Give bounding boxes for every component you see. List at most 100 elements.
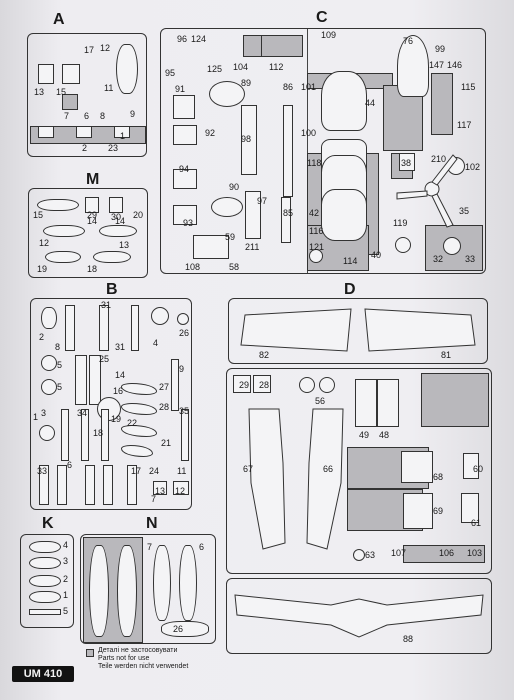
part-number: 12 bbox=[100, 43, 111, 53]
legend-line: Деталі не застосовувати bbox=[98, 647, 178, 654]
part bbox=[41, 355, 57, 371]
part bbox=[37, 199, 79, 211]
part-grey bbox=[403, 545, 485, 563]
part bbox=[62, 64, 80, 84]
part bbox=[65, 305, 75, 351]
part-number: 106 bbox=[439, 548, 455, 558]
part-number: 112 bbox=[269, 62, 284, 72]
part-number: 82 bbox=[259, 350, 270, 360]
part bbox=[121, 425, 157, 437]
part bbox=[103, 465, 113, 505]
part-grey bbox=[62, 94, 78, 110]
part-number: 4 bbox=[63, 540, 69, 550]
part-number: 30 bbox=[111, 212, 122, 222]
part bbox=[181, 409, 189, 461]
part-number: 114 bbox=[343, 256, 358, 266]
part bbox=[153, 545, 171, 621]
part bbox=[29, 557, 61, 569]
part bbox=[403, 493, 433, 529]
part bbox=[81, 409, 89, 461]
part-number: 85 bbox=[283, 208, 294, 218]
part-number: 38 bbox=[401, 158, 412, 168]
legend-line: Teile werden nicht verwendet bbox=[98, 663, 189, 670]
part-number: 35 bbox=[459, 206, 470, 216]
part bbox=[85, 197, 99, 213]
part-number: 49 bbox=[359, 430, 370, 440]
part bbox=[299, 377, 315, 393]
part-number: 56 bbox=[315, 396, 326, 406]
sprue-n: 7 6 26 bbox=[80, 534, 216, 644]
part bbox=[233, 375, 251, 393]
part-number: 2 bbox=[39, 332, 45, 342]
part-number: 26 bbox=[173, 624, 184, 634]
part-number: 35 bbox=[179, 406, 190, 416]
part-number: 11 bbox=[104, 83, 114, 93]
part-number: 29 bbox=[87, 210, 98, 220]
part-number: 31 bbox=[101, 300, 112, 310]
part bbox=[321, 71, 367, 131]
part bbox=[171, 359, 179, 411]
part-number: 3 bbox=[63, 556, 69, 566]
part-number: 86 bbox=[283, 82, 294, 92]
part-number: 211 bbox=[245, 242, 260, 252]
part bbox=[283, 105, 293, 197]
part-number: 28 bbox=[259, 380, 270, 390]
sprue-c: 96 124 95 125 104 112 109 76 99 147 146 … bbox=[160, 28, 486, 274]
part-number: 4 bbox=[153, 338, 159, 348]
sprue-label-m: M bbox=[86, 171, 100, 188]
part-number: 89 bbox=[241, 78, 252, 88]
part-number: 81 bbox=[441, 350, 452, 360]
part-number: 7 bbox=[64, 111, 70, 121]
part bbox=[461, 493, 479, 523]
part-number: 95 bbox=[165, 68, 176, 78]
part bbox=[241, 105, 257, 175]
part-number: 40 bbox=[371, 250, 382, 260]
wing-part bbox=[364, 308, 476, 352]
part bbox=[173, 169, 197, 189]
part bbox=[43, 225, 85, 237]
part-number: 6 bbox=[199, 542, 205, 552]
sprue-label-n: N bbox=[146, 515, 158, 532]
part bbox=[179, 545, 197, 621]
sprue-label-c: C bbox=[316, 9, 328, 26]
part bbox=[99, 225, 137, 237]
part-number: 32 bbox=[433, 254, 444, 264]
part-number: 13 bbox=[34, 87, 45, 97]
part-number: 108 bbox=[185, 262, 201, 272]
fuselage-halves bbox=[248, 408, 344, 550]
part-number: 115 bbox=[461, 82, 476, 92]
part-number: 147 bbox=[429, 60, 445, 70]
part-number: 116 bbox=[309, 226, 324, 236]
part bbox=[29, 541, 61, 553]
part-number: 100 bbox=[301, 128, 317, 138]
legend-swatch bbox=[86, 649, 94, 657]
sprue-d: 29 28 56 67 66 49 48 68 60 69 61 63 107 … bbox=[226, 368, 492, 574]
part-number: 1 bbox=[63, 590, 69, 600]
part-number: 14 bbox=[115, 370, 126, 380]
sprue-d-wings: 82 81 bbox=[228, 298, 488, 364]
sprue-label-b: B bbox=[106, 281, 118, 298]
part-number: 23 bbox=[108, 143, 119, 153]
part bbox=[38, 64, 54, 84]
propeller bbox=[396, 154, 458, 228]
part-number: 67 bbox=[243, 464, 254, 474]
part-number: 88 bbox=[403, 634, 414, 644]
part-number: 119 bbox=[393, 218, 408, 228]
part bbox=[39, 465, 49, 505]
part-number: 24 bbox=[149, 466, 160, 476]
part bbox=[209, 81, 245, 107]
part-number: 20 bbox=[133, 210, 144, 220]
part-number: 103 bbox=[467, 548, 483, 558]
part-number: 210 bbox=[431, 154, 447, 164]
part-number: 125 bbox=[207, 64, 223, 74]
part bbox=[253, 375, 271, 393]
part-number: 44 bbox=[365, 98, 376, 108]
tailplane-part bbox=[234, 594, 484, 638]
sprue-label-a: A bbox=[53, 11, 65, 28]
part-number: 96 bbox=[177, 34, 188, 44]
part bbox=[29, 609, 61, 615]
wing-part bbox=[240, 308, 352, 352]
part-number: 102 bbox=[465, 162, 481, 172]
part bbox=[41, 379, 57, 395]
part-number: 104 bbox=[233, 62, 249, 72]
